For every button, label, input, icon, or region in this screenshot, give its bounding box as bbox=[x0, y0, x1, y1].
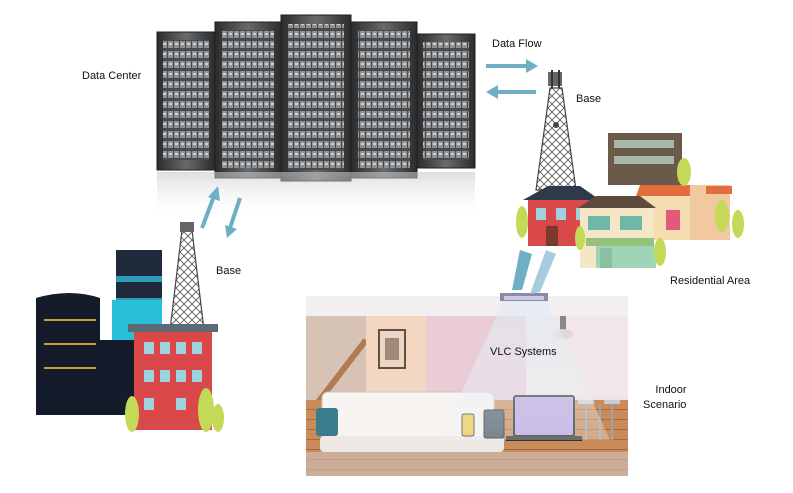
server-rack-4 bbox=[350, 21, 418, 179]
cell-tower-top bbox=[535, 70, 577, 191]
indoor-label: Indoor bbox=[655, 384, 687, 396]
server-rack-5 bbox=[416, 33, 476, 169]
data-flow-arrows bbox=[486, 59, 538, 99]
data-center-servers bbox=[156, 14, 476, 220]
vlc-light bbox=[440, 293, 610, 440]
data-flow-label: Data Flow bbox=[492, 38, 542, 50]
scenario-label: Scenario bbox=[643, 399, 687, 411]
server-rack-3 bbox=[280, 14, 352, 182]
base-top-label: Base bbox=[576, 93, 602, 105]
base-left-label: Base bbox=[216, 265, 242, 277]
data-center-label: Data Center bbox=[82, 70, 142, 82]
base-to-datacenter-arrows bbox=[200, 186, 242, 238]
server-reflection bbox=[157, 172, 475, 220]
cell-tower-left bbox=[169, 222, 205, 331]
residential-area-houses bbox=[516, 133, 744, 268]
vlc-systems-label: VLC Systems bbox=[490, 346, 557, 358]
city-buildings bbox=[36, 250, 224, 432]
server-rack-2 bbox=[214, 21, 282, 179]
server-rack-1 bbox=[156, 31, 216, 171]
wall-picture bbox=[378, 329, 406, 369]
light-uplink-arrows bbox=[512, 250, 556, 294]
residential-area-label: Residential Area bbox=[670, 275, 751, 287]
